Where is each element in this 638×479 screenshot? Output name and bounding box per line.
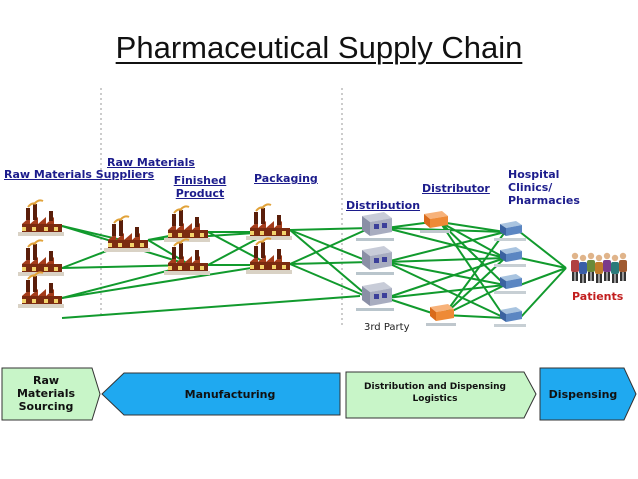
- stage-band-distribution-logistics: [345, 371, 537, 419]
- stage-label-manufacturing: Manufacturing: [184, 388, 276, 401]
- label-raw-materials: Raw Materials: [107, 156, 195, 169]
- stage-label-distribution-logistics: Distribution and Dispensing Logistics: [364, 382, 506, 404]
- patients-group-icon: [571, 252, 627, 283]
- supplier-factory-icon: [17, 199, 65, 237]
- stage-label-dispensing: Dispensing: [548, 388, 618, 401]
- label-finished-product: Finished Product: [173, 174, 227, 200]
- label-patients: Patients: [572, 290, 624, 303]
- page-title: Pharmaceutical Supply Chain: [115, 30, 523, 65]
- label-distribution: Distribution: [346, 199, 421, 212]
- label-third-party: 3rd Party: [364, 322, 410, 333]
- stage-band-manufacturing: [101, 372, 341, 416]
- supplier-factory-icon: [17, 239, 65, 277]
- stage-label-raw-materials-sourcing: Raw Materials Sourcing: [16, 374, 76, 413]
- distribution-center-icon: [356, 246, 394, 275]
- packaging-factory-icon: [245, 203, 293, 241]
- label-packaging: Packaging: [254, 172, 318, 185]
- raw-materials-factory-icon: [103, 215, 151, 253]
- label-distributor: Distributor: [422, 182, 490, 195]
- distribution-center-icon: [356, 282, 394, 311]
- distribution-center-icon: [356, 212, 394, 241]
- finished-product-factory-icon: [163, 238, 211, 276]
- supplier-factory-icon: [17, 271, 65, 309]
- finished-product-factory-icon: [163, 205, 211, 243]
- stage-band-raw-materials-sourcing: [1, 367, 101, 421]
- label-hospital-clinics-pharmacies: Hospital Clinics/ Pharmacies: [508, 168, 580, 207]
- stage-band-dispensing: [539, 367, 637, 421]
- label-raw-materials-suppliers: Raw Materials Suppliers: [4, 168, 155, 181]
- distributor-icon: [426, 304, 456, 326]
